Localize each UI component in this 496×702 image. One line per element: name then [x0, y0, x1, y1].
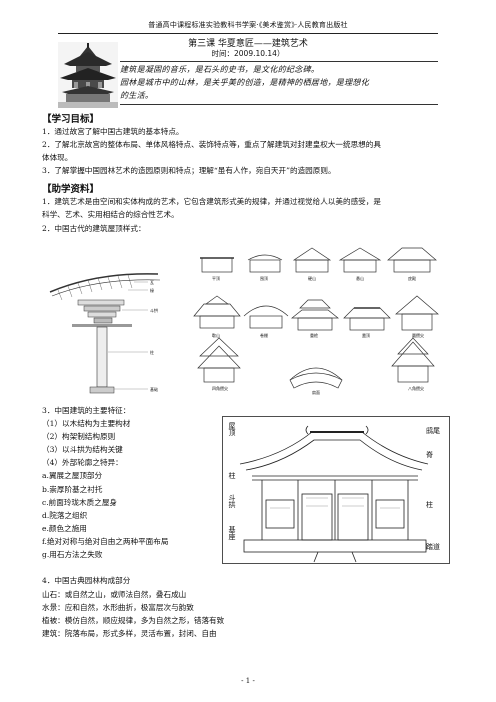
- building-label: 柱: [228, 472, 236, 479]
- garden-item: 水景：应和自然，水形曲折，极富层次与韵致: [42, 603, 194, 612]
- roof-label: 扇面: [312, 390, 320, 395]
- feature-item: （1）以木结构为主要构材: [42, 419, 131, 428]
- header-divider: [58, 33, 438, 34]
- material-item: 2．中国古代的建筑屋顶样式：: [42, 224, 146, 233]
- feature-item: e.颜色之施用: [42, 524, 87, 533]
- quote-line-3: 的生活。: [120, 91, 154, 100]
- building-label: 屋顶: [228, 422, 236, 436]
- roof-label: 八角攒尖: [408, 386, 424, 391]
- goals-heading: 【学习目标】: [42, 114, 100, 125]
- page-header: 普通高中课程标准实验教科书学案·《美术鉴赏》·人民教育出版社: [148, 21, 348, 29]
- building-label: 鸱尾: [426, 427, 440, 435]
- garden-item: 建筑：院落布局，形式多样，灵活布置，封闭、自由: [42, 629, 217, 638]
- goal-item: 3．了解掌握中国园林艺术的造园原则和特点；理解“虽有人作，宛自天开”的造园原则。: [42, 166, 336, 175]
- goal-item: 1．通过故宫了解中国古建筑的基本特点。: [42, 127, 184, 136]
- features-title: 3．中国建筑的主要特征：: [42, 406, 131, 415]
- bracket-label: 瓦: [150, 280, 154, 285]
- materials-heading: 【助学资料】: [42, 184, 100, 195]
- roof-label: 平顶: [212, 276, 220, 281]
- roof-styles-diagram: [193, 247, 439, 389]
- roof-label: 圆攒尖: [412, 333, 424, 338]
- bracket-label: 基础: [150, 387, 158, 392]
- quote-top-rule: [120, 61, 438, 62]
- feature-item: （2）构架制结构原则: [42, 432, 116, 441]
- dougong-diagram: [49, 273, 161, 394]
- building-elevation-diagram: [222, 416, 450, 564]
- quote-line-1: 建筑是凝固的音乐，是石头的史书，是文化的纪念碑。: [120, 65, 320, 74]
- roof-label: 盝顶: [362, 333, 370, 338]
- garden-item: 山石：或自然之山，或师法自然，叠石成山: [42, 590, 187, 599]
- roof-label: 庑殿: [408, 276, 416, 281]
- bracket-label: 斗拱: [150, 308, 158, 313]
- feature-item: d.院落之组织: [42, 511, 88, 520]
- goal-item: 体体现。: [42, 153, 73, 162]
- quote-line-2: 园林是城市中的山林，是关乎美的创造，是精神的栖居地，是理想化: [120, 78, 369, 87]
- feature-item: （4）外部轮廓之特异：: [42, 458, 123, 467]
- building-label: 踏道: [426, 543, 440, 551]
- building-label: 柱: [426, 501, 433, 509]
- lesson-date: 时间：2009.10.14）: [211, 49, 285, 58]
- roof-label: 悬山: [356, 276, 364, 281]
- garden-title: 4．中国古典园林构成部分: [42, 576, 131, 585]
- bracket-label: 椽: [150, 288, 154, 293]
- page-number: - 1 -: [241, 677, 255, 685]
- roof-label: 硬山: [308, 276, 316, 281]
- feature-item: a.翼展之屋顶部分: [42, 471, 103, 480]
- roof-label: 卷棚: [260, 333, 268, 338]
- goal-item: 2．了解北京故宫的整体布局、单体风格特点、装饰特点等，重点了解建筑对封建皇权大一…: [42, 140, 381, 149]
- corner-tower-image: [58, 42, 118, 108]
- lesson-title: 第三课 华夏意匠——建筑艺术: [188, 39, 308, 49]
- material-item: 1．建筑艺术是由空间和实体构成的艺术，它包含建筑形式美的规律，并通过视觉给人以美…: [42, 197, 381, 206]
- roof-label: 囤顶: [260, 276, 268, 281]
- quote-bottom-rule: [120, 104, 438, 105]
- feature-item: g.用石方法之失败: [42, 550, 103, 559]
- garden-item: 植被：模仿自然，顺应规律，多为自然之形，错落有致: [42, 616, 225, 625]
- building-label: 基座: [228, 526, 236, 540]
- bracket-label: 柱: [150, 350, 154, 355]
- building-label: 脊: [426, 451, 433, 459]
- roof-label: 四角攒尖: [212, 386, 228, 391]
- feature-item: （3）以斗拱为结构关键: [42, 445, 123, 454]
- building-label: 斗拱: [228, 494, 236, 508]
- feature-item: c.前面玲珑木质之屋身: [42, 498, 118, 507]
- material-item: 科学、艺术、实用相结合的综合性艺术。: [42, 210, 179, 219]
- roof-label: 歇山: [212, 333, 220, 338]
- feature-item: f.绝对对称与绝对自由之两种平面布局: [42, 537, 169, 546]
- roof-label: 重檐: [310, 333, 318, 338]
- feature-item: b.崇厚阶基之衬托: [42, 485, 103, 494]
